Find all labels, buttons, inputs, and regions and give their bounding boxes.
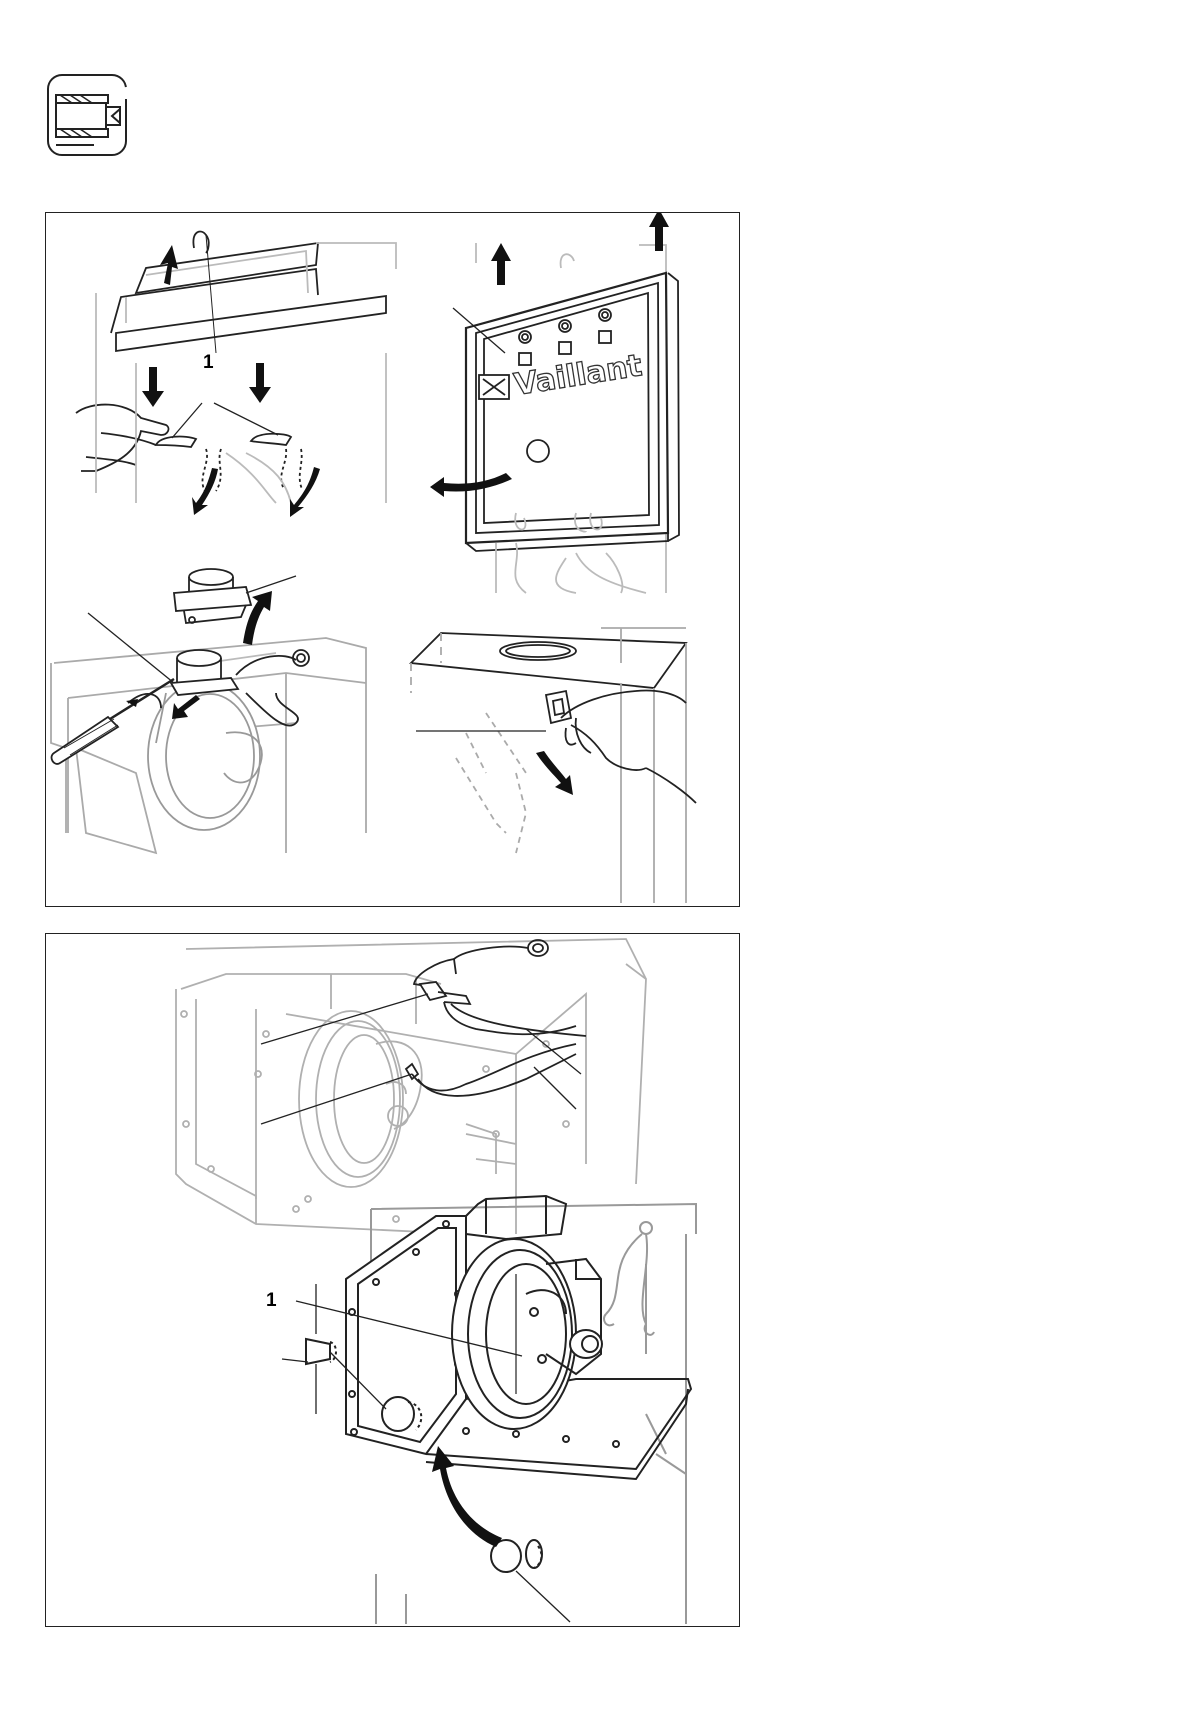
fan-assembly-drawing bbox=[282, 1196, 696, 1624]
fan-housing-faded-drawing bbox=[176, 939, 646, 1234]
callout-label-1: 1 bbox=[203, 353, 214, 372]
callout-label-1-bottom: 1 bbox=[266, 1291, 277, 1310]
wiring-harness-drawing bbox=[261, 940, 586, 1124]
wrench-tool-icon bbox=[46, 73, 128, 157]
arrows-q4 bbox=[536, 751, 573, 795]
panel-drawing: Vaillant bbox=[46, 213, 738, 905]
disassembly-illustration-panel: Vaillant bbox=[45, 212, 740, 907]
insert-plug-arrow bbox=[432, 1446, 502, 1547]
fan-assembly-illustration-panel: 1 bbox=[45, 933, 740, 1627]
panel-drawing-bottom bbox=[46, 934, 738, 1626]
casing-clips-drawing bbox=[76, 231, 396, 503]
fan-screwdriver-drawing bbox=[51, 569, 366, 853]
front-panel-drawing bbox=[453, 243, 679, 593]
